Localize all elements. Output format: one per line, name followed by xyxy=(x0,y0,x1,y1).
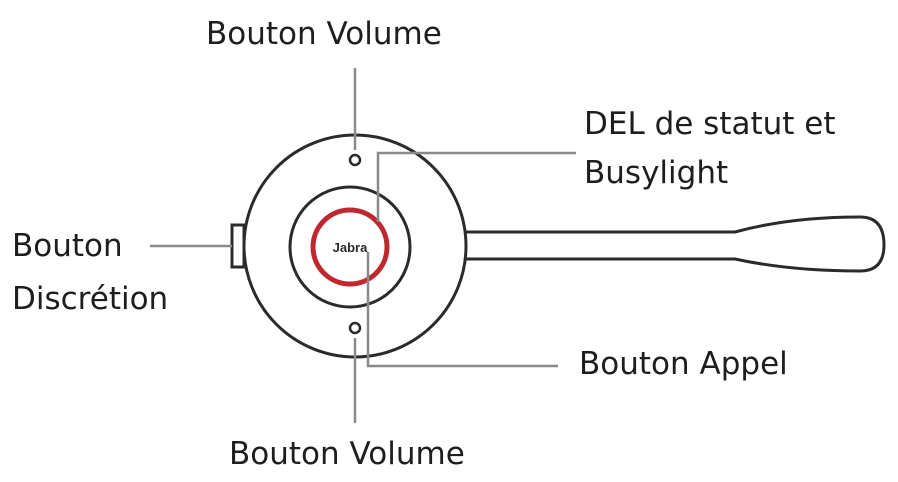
leader-call xyxy=(366,252,558,368)
leader-lines xyxy=(150,68,576,423)
label-call-button: Bouton Appel xyxy=(579,346,788,382)
label-status-led-line2: Busylight xyxy=(584,155,729,191)
leader-status-led xyxy=(376,151,576,222)
volume-button-bottom-shape xyxy=(348,321,362,335)
mute-button-shape xyxy=(230,223,246,269)
label-status-led-line1: DEL de statut et xyxy=(584,106,836,142)
label-volume-top: Bouton Volume xyxy=(206,16,442,52)
boom-arm xyxy=(396,215,886,273)
label-mute-line1: Bouton xyxy=(12,228,123,264)
label-mute-line2: Discrétion xyxy=(12,281,169,317)
brand-logo: Jabra xyxy=(333,240,368,255)
label-volume-bottom: Bouton Volume xyxy=(229,436,465,472)
volume-button-top-shape xyxy=(348,153,362,167)
